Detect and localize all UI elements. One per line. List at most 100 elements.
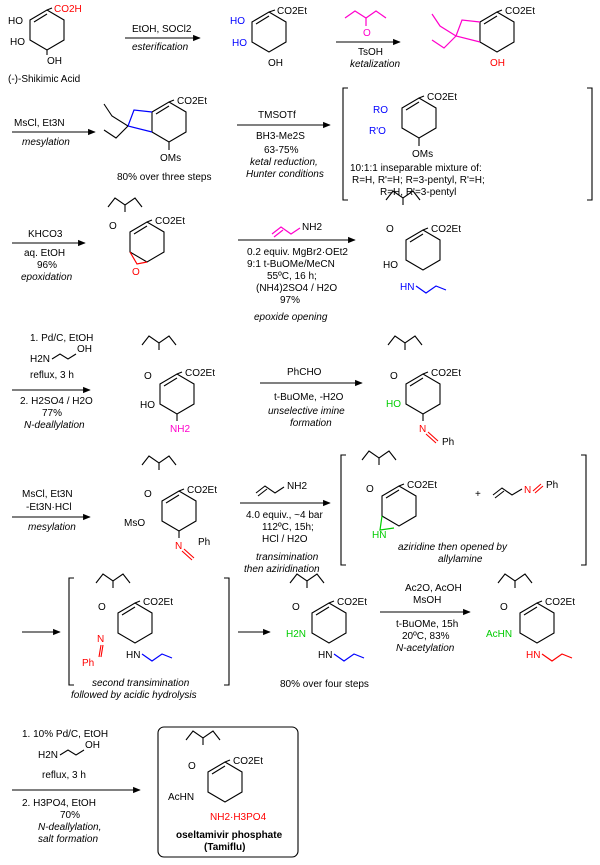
ketal-reduction-arrow: TMSOTf BH3-Me2S 63-75% ketal reduction, …: [237, 110, 331, 180]
mixture-line-1: 10:1:1 inseparable mixture of:: [350, 163, 482, 174]
ether-o-label-4: O: [144, 489, 152, 500]
phosphate-salt-label: NH2·H3PO4: [210, 812, 267, 823]
co2et-label-9: CO2Et: [187, 485, 217, 496]
ketal-reduction-label-1: ketal reduction,: [250, 157, 318, 168]
deallylation-line-4: 2. H2SO4 / H2O: [20, 396, 93, 407]
ether-o-label-6: O: [98, 602, 106, 613]
hn-label-2: HN: [126, 650, 140, 661]
imine-solvent: t-BuOMe, -H2O: [274, 392, 344, 403]
aziridination-line-3: HCl / H2O: [262, 534, 308, 545]
final-line-4: 2. H3PO4, EtOH: [22, 798, 96, 809]
transimination-label-1: transimination: [256, 552, 319, 563]
r-prime-o-label: R'O: [369, 126, 386, 137]
imine-n-label-4: N: [97, 634, 104, 645]
co2h-label: CO2H: [54, 4, 82, 15]
co2et-label-6: CO2Et: [431, 224, 461, 235]
final-ethanolamine-h2n: H2N: [38, 750, 58, 761]
ethyl-shikimate-structure: CO2Et HO HO OH: [230, 6, 307, 69]
ether-o-label-8: O: [500, 602, 508, 613]
ph-label-2: Ph: [198, 537, 210, 548]
ether-o-label-2: O: [144, 371, 152, 382]
acetylation-label: N-acetylation: [396, 643, 455, 654]
free-amine-structure: O CO2Et HO NH2: [140, 335, 215, 435]
epoxide-opening-line-1: 0.2 equiv. MgBr2·OEt2: [247, 247, 348, 258]
imine-n-label-2: N: [175, 541, 182, 552]
ketal-reduction-reagent-1: TMSOTf: [258, 110, 296, 121]
pentanone-oxygen: O: [363, 28, 371, 39]
tamiflu-box: O CO2Et AcHN NH2·H3PO4 oseltamivir phosp…: [157, 726, 299, 858]
aziridine-label-1: aziridine then opened by: [398, 542, 508, 553]
ho-blue-label-2: HO: [232, 38, 247, 49]
second-transimination-label-2: followed by acidic hydrolysis: [71, 690, 197, 701]
aziridine-bracket: O CO2Et HN + N Ph aziridine then opened …: [340, 450, 587, 566]
epoxidation-reagent-2: aq. EtOH: [24, 248, 65, 259]
nh2-label: NH2: [170, 424, 190, 435]
aziridination-line-2: 112ºC, 15h;: [262, 522, 314, 533]
allylamine-nh2-2: NH2: [287, 481, 307, 492]
acetylation-line-2: MsOH: [413, 595, 441, 606]
oms-label-2: OMs: [412, 149, 433, 160]
epoxide-opening-label: epoxide opening: [254, 312, 328, 323]
ketalization-reagent: TsOH: [358, 47, 383, 58]
ether-o-label-3: O: [390, 371, 398, 382]
mesylation-reagents: MsCl, Et3N: [14, 118, 65, 129]
deallylation-yield: 77%: [42, 408, 62, 419]
n-deallylation-arrow: 1. Pd/C, EtOH H2N OH reflux, 3 h 2. H2SO…: [12, 333, 93, 431]
ho-blue-label: HO: [230, 16, 245, 27]
final-ethanolamine-oh: OH: [85, 740, 100, 751]
co2et-label-11: CO2Et: [143, 597, 173, 608]
ketal-reduction-yield: 63-75%: [264, 145, 299, 156]
mso-label: MsO: [124, 518, 145, 529]
epoxidation-reagent-1: KHCO3: [28, 229, 63, 240]
ether-o-label-7: O: [292, 602, 300, 613]
mixture-line-3: R=H, R'=3-pentyl: [380, 187, 456, 198]
ether-o-label: O: [386, 224, 394, 235]
transimination-label-2: then aziridination: [244, 564, 320, 575]
aziridine-label-2: allylamine: [438, 554, 483, 565]
acetylation-line-4: 20ºC, 83%: [402, 631, 450, 642]
co2et-label-4: CO2Et: [427, 92, 457, 103]
ether-mixture-bracket: CO2Et RO R'O OMs 10:1:1 inseparable mixt…: [342, 87, 593, 201]
imine-n-label-3: N: [524, 485, 531, 496]
co2et-label-3: CO2Et: [177, 96, 207, 107]
co2et-label-7: CO2Et: [185, 368, 215, 379]
epoxide-oxygen: O: [132, 267, 140, 278]
epoxide-opening-line-3: 55ºC, 16 h;: [267, 271, 317, 282]
mesylated-ketal-structure: CO2Et OMs 80% over three steps: [103, 96, 212, 183]
yield-three-steps: 80% over three steps: [117, 172, 212, 183]
final-deallylation-arrow: 1. 10% Pd/C, EtOH H2N OH reflux, 3 h 2. …: [12, 729, 141, 845]
esterification-label: esterification: [132, 42, 189, 53]
epoxide-structure: O CO2Et O: [107, 197, 185, 278]
mixture-line-2: R=H, R'=H; R=3-pentyl, R'=H;: [352, 175, 485, 186]
epoxidation-label: epoxidation: [21, 272, 73, 283]
ho-label: HO: [8, 16, 23, 27]
yield-four-steps: 80% over four steps: [280, 679, 369, 690]
aziridine-hn-label: HN: [372, 530, 386, 541]
final-line-1: 1. 10% Pd/C, EtOH: [22, 729, 108, 740]
n-acetylation-arrow: Ac2O, AcOH MsOH t-BuOMe, 15h 20ºC, 83% N…: [380, 583, 471, 654]
3-pentanone-structure: [344, 10, 387, 19]
second-mesylation-line-1: MsCl, Et3N: [22, 489, 73, 500]
second-mesylation-arrow: MsCl, Et3N -Et3N·HCl mesylation: [12, 489, 91, 533]
achn-label: AcHN: [168, 792, 194, 803]
epoxidation-yield: 96%: [37, 260, 57, 271]
ether-o-label-5: O: [366, 484, 374, 495]
ph-label-3: Ph: [546, 480, 558, 491]
esterification-reagents: EtOH, SOCl2: [132, 24, 192, 35]
co2et-label-10: CO2Et: [407, 480, 437, 491]
epoxide-opening-yield: 97%: [280, 295, 300, 306]
co2et-label: CO2Et: [277, 6, 307, 17]
co2et-label-12: CO2Et: [337, 597, 367, 608]
ph-label-4: Ph: [82, 658, 94, 669]
ketalization-arrow: O TsOH ketalization: [336, 10, 401, 70]
oh-label: OH: [47, 56, 62, 67]
aziridination-arrow: NH2 4.0 equiv., ~4 bar 112ºC, 15h; HCl /…: [240, 481, 331, 575]
epoxide-ether-o: O: [109, 221, 117, 232]
co2et-label-13: CO2Et: [545, 597, 575, 608]
ro-label: RO: [373, 105, 388, 116]
esterification-arrow: EtOH, SOCl2 esterification: [125, 24, 201, 53]
pentylidene-ketal-structure: CO2Et OH: [431, 6, 535, 69]
ether-o-label-9: O: [188, 761, 196, 772]
deallylation-label: N-deallylation: [24, 420, 85, 431]
